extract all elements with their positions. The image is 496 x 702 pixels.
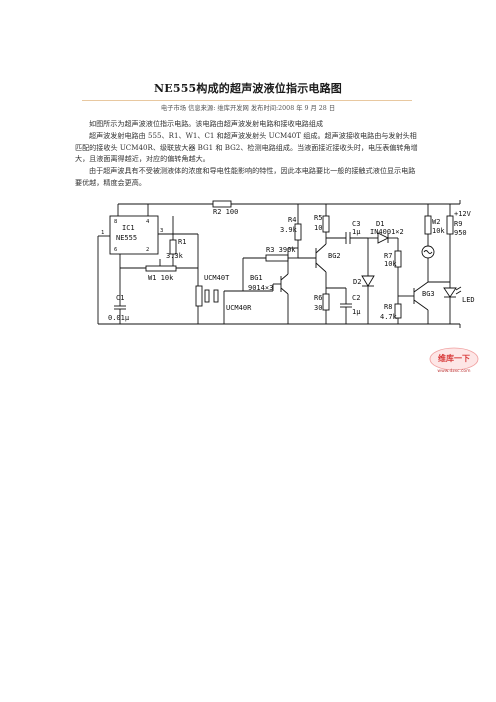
label-r8-value: 4.7k xyxy=(380,313,398,321)
label-pin1: 1 xyxy=(101,230,104,236)
label-c1-value: 0.01μ xyxy=(108,314,130,322)
label-r8: R8 xyxy=(384,303,392,311)
article-meta: 电子市场 信息来源: 维库开发网 发布时间:2008 年 9 月 28 日 xyxy=(160,105,336,112)
label-r7: R7 xyxy=(384,252,392,260)
label-r6: R6 xyxy=(314,294,322,302)
label-bg1: BG1 xyxy=(250,274,263,282)
label-r2: R2 100 xyxy=(213,208,238,216)
label-c3-value: 1μ xyxy=(352,228,361,236)
label-pin3: 3 xyxy=(160,228,163,234)
label-r5: R5 xyxy=(314,214,322,222)
label-ucm40r: UCM40R xyxy=(226,304,252,312)
label-r4: R4 xyxy=(288,216,296,224)
watermark-url: www.dzsc.com xyxy=(437,368,470,374)
label-r1: R1 xyxy=(178,238,186,246)
label-ic1: IC1 xyxy=(122,224,135,232)
label-r4-value: 3.9k xyxy=(280,226,298,234)
label-d1-value: IN4001×2 xyxy=(370,228,404,236)
paragraph-intro: 如图所示为超声波液位指示电路。该电路由超声波发射电路和接收电路组成 xyxy=(89,119,324,128)
label-r5-value: 10 xyxy=(314,224,322,232)
label-pin6: 6 xyxy=(114,247,117,253)
paragraph-description: 超声波发射电路由 555、R1、W1、C1 和超声波发射头 UCM40T 组成。… xyxy=(75,131,418,164)
title-divider xyxy=(82,100,412,101)
label-pin8: 8 xyxy=(114,219,117,225)
label-ucm40t: UCM40T xyxy=(204,274,230,282)
label-bg1-value: 9014×3 xyxy=(248,284,273,292)
label-vcc: +12V xyxy=(454,210,472,218)
site-watermark: 维库一下 www.dzsc.com xyxy=(429,347,479,374)
label-led: LED xyxy=(462,296,475,304)
label-d1: D1 xyxy=(376,220,384,228)
label-r7-value: 10k xyxy=(384,260,397,268)
label-c2: C2 xyxy=(352,294,360,302)
circuit-diagram: R2 100 IC1 NE555 8 4 1 3 6 2 R1 3.3k W1 … xyxy=(97,200,475,328)
label-pin4: 4 xyxy=(146,219,150,225)
label-r6-value: 30 xyxy=(314,304,322,312)
label-r1-value: 3.3k xyxy=(166,252,184,260)
label-c3: C3 xyxy=(352,220,360,228)
label-w2: W2 xyxy=(432,218,440,226)
page-title: NE555构成的超声波液位指示电路图 xyxy=(154,82,342,95)
label-r3: R3 390k xyxy=(266,246,296,254)
label-pin2: 2 xyxy=(146,247,149,253)
label-c1: C1 xyxy=(116,294,124,302)
label-c2-value: 1μ xyxy=(352,308,361,316)
label-w2-value: 10k xyxy=(432,227,445,235)
label-r9: R9 xyxy=(454,220,462,228)
paragraph-advantage: 由于超声波具有不受被测液体的浓度和导电性能影响的特性，因此本电路要比一般的接触式… xyxy=(75,166,416,187)
label-w1: W1 10k xyxy=(148,274,174,282)
label-ne555: NE555 xyxy=(116,234,137,242)
label-d2: D2 xyxy=(353,278,361,286)
label-bg2: BG2 xyxy=(328,252,341,260)
label-bg3: BG3 xyxy=(422,290,435,298)
watermark-text: 维库一下 xyxy=(438,353,470,363)
label-r9-value: 950 xyxy=(454,229,467,237)
